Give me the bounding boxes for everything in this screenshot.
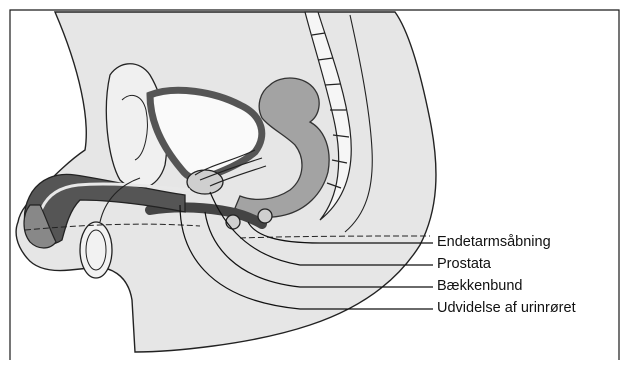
label-anal-opening: Endetarmsåbning bbox=[437, 234, 551, 250]
anal-sphincter-left bbox=[226, 215, 240, 229]
label-urethra-dilation: Udvidelse af urinrøret bbox=[437, 300, 576, 316]
anal-sphincter-right bbox=[258, 209, 272, 223]
label-prostate: Prostata bbox=[437, 256, 491, 272]
label-pelvic-floor: Bækkenbund bbox=[437, 278, 522, 294]
